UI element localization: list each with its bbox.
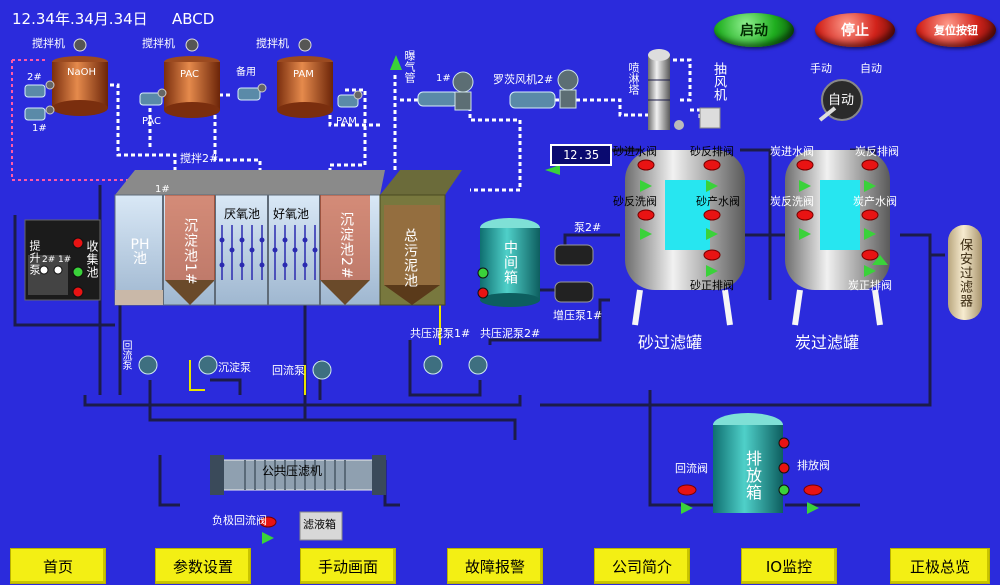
- collection-tank-label: 收集池: [85, 240, 99, 279]
- filter-press-label: 公共压滤机: [262, 464, 323, 478]
- pam-pump-label: PAM: [336, 116, 357, 127]
- sand-product-valve[interactable]: 砂产水阀: [696, 195, 740, 208]
- lift-pump-2-label: 2#: [42, 255, 56, 265]
- aerobic-tank-label: 好氧池: [273, 207, 310, 221]
- sand-back-drain-valve[interactable]: 砂反排阀: [690, 145, 734, 158]
- reflux-pump-label: 回流泵: [120, 340, 131, 370]
- drain-valve[interactable]: 排放阀: [797, 459, 830, 472]
- carbon-forward-drain-valve[interactable]: 炭正排阀: [848, 279, 892, 292]
- sand-forward-drain-valve[interactable]: 砂正排阀: [690, 279, 734, 292]
- sand-filter-label: 砂过滤罐: [638, 333, 703, 352]
- header-code: ABCD: [172, 10, 215, 28]
- filtrate-tank-label: 滤液箱: [303, 518, 336, 531]
- nav-settings-button[interactable]: 参数设置: [155, 548, 251, 584]
- auto-label: 自动: [860, 62, 882, 75]
- carbon-filter-label: 炭过滤罐: [795, 333, 860, 352]
- aeration-pipe-label: 曝气管: [403, 50, 416, 83]
- pam-label: PAM: [293, 69, 314, 80]
- ph-tank-label: PH池: [130, 237, 150, 267]
- middle-tank-label: 中间箱: [502, 240, 518, 285]
- return-pump-label: 回流泵: [272, 364, 305, 377]
- carbon-back-drain-valve[interactable]: 炭反排阀: [855, 145, 899, 158]
- mixer-1-label: 1#: [155, 184, 170, 195]
- spare-pump-label: 备用: [236, 67, 256, 78]
- collection-tank: [24, 219, 101, 301]
- mixer3-label: 搅拌机: [256, 37, 289, 50]
- lift-pump-label: 提升泵: [28, 240, 41, 276]
- middle-tank: [480, 218, 540, 307]
- pump-2-label: 泵2#: [574, 221, 602, 234]
- spray-tower: [648, 49, 721, 130]
- filter-press-shape: [210, 455, 386, 541]
- nav-overview-button[interactable]: 正极总览: [890, 548, 990, 584]
- reflux-valve[interactable]: 回流阀: [675, 462, 708, 475]
- exhaust-fan-label: 抽风机: [711, 62, 726, 101]
- pump-1-label: 1#: [32, 123, 47, 134]
- blower-2-label: 罗茨风机2#: [493, 73, 554, 86]
- mixer-2-label: 搅拌2#: [180, 152, 219, 165]
- mode-knob[interactable]: 自动: [828, 93, 855, 108]
- pac-label: PAC: [180, 69, 200, 80]
- blower-1-label: 1#: [436, 73, 451, 84]
- start-button[interactable]: 启动: [714, 13, 794, 47]
- mixer2-label: 搅拌机: [142, 37, 175, 50]
- sludge-tank-label: 总污泥池: [402, 228, 418, 288]
- mode-knob-shape: [818, 79, 863, 122]
- flow-display: 12.35: [550, 144, 612, 166]
- nav-manual-button[interactable]: 手动画面: [300, 548, 396, 584]
- security-filter-shape: [948, 225, 982, 320]
- sludge-tank: [379, 170, 462, 306]
- security-filter-label: 保安过滤器: [957, 238, 972, 308]
- sand-back-wash-valve[interactable]: 砂反洗阀: [613, 195, 657, 208]
- manual-label: 手动: [810, 62, 832, 75]
- press-pump-2-label: 共压泥泵2#: [480, 327, 541, 340]
- carbon-product-valve[interactable]: 炭产水阀: [853, 195, 897, 208]
- naoh-label: NaOH: [67, 67, 96, 78]
- nav-company-button[interactable]: 公司简介: [594, 548, 690, 584]
- sand-in-valve[interactable]: 砂进水阀: [613, 145, 657, 158]
- chemical-tanks: [52, 38, 333, 118]
- pac-pump-label: PAC: [142, 116, 162, 127]
- carbon-in-valve[interactable]: 炭进水阀: [770, 145, 814, 158]
- datetime-display: 12.34年.34月.34日: [12, 10, 148, 28]
- discharge-tank-label: 排放箱: [743, 450, 762, 501]
- treatment-basin: [114, 170, 385, 306]
- nav-alarm-button[interactable]: 故障报警: [447, 548, 543, 584]
- pump-2-label: 2#: [27, 72, 42, 83]
- boost-pump-label: 增压泵1#: [553, 309, 603, 322]
- press-pump-1-label: 共压泥泵1#: [410, 327, 471, 340]
- carbon-back-wash-valve[interactable]: 炭反洗阀: [770, 195, 814, 208]
- negative-reflux-valve[interactable]: 负极回流阀: [212, 514, 267, 527]
- nav-io-button[interactable]: IO监控: [741, 548, 837, 584]
- sedimentation-1-label: 沉淀池1#: [182, 218, 198, 286]
- discharge-tank: [713, 413, 783, 513]
- nav-home-button[interactable]: 首页: [10, 548, 106, 584]
- stop-button[interactable]: 停止: [815, 13, 895, 47]
- spray-tower-label: 喷淋塔: [627, 62, 640, 95]
- sedimentation-2-label: 沉淀池2#: [338, 212, 354, 280]
- lift-pump-1-label: 1#: [58, 255, 72, 265]
- settle-pump-label: 沉淀泵: [218, 361, 251, 374]
- anaerobic-tank-label: 厌氧池: [224, 207, 261, 221]
- reset-button[interactable]: 复位按钮: [916, 13, 996, 47]
- mixer1-label: 搅拌机: [32, 37, 65, 50]
